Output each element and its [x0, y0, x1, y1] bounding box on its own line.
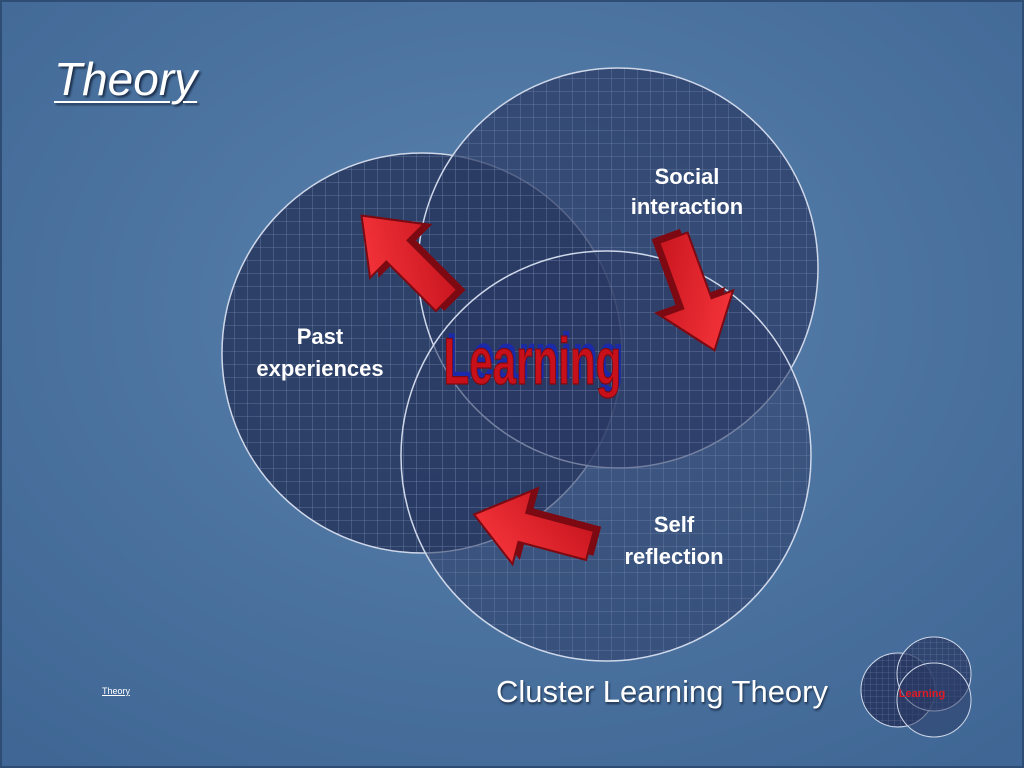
arrow-left-icon — [472, 486, 602, 567]
arrow-down-right-icon — [651, 228, 735, 352]
svg-text:reflection: reflection — [624, 544, 723, 569]
svg-text:Learning: Learning — [444, 324, 622, 398]
circle-self-reflection — [400, 250, 812, 662]
cluster-thumbnail-logo: Learning — [860, 636, 972, 738]
label-self-reflection: Self reflection — [624, 512, 723, 569]
footer-theory-link[interactable]: Theory — [102, 686, 131, 696]
svg-text:interaction: interaction — [631, 194, 743, 219]
venn-diagram — [221, 67, 819, 662]
footer-title: Cluster Learning Theory — [496, 674, 828, 709]
thumbnail-learning-label: Learning — [899, 688, 945, 700]
arrow-up-right-icon — [360, 214, 466, 313]
svg-text:Past: Past — [297, 324, 344, 349]
label-past-experiences: Past experiences — [256, 324, 383, 381]
svg-text:experiences: experiences — [256, 356, 383, 381]
slide-title: Theory — [54, 53, 198, 105]
svg-text:Learning: Learning — [446, 320, 624, 394]
label-social-interaction: Social interaction — [631, 164, 743, 219]
center-learning-label: Learning Learning — [443, 320, 624, 399]
svg-text:Self: Self — [654, 512, 695, 537]
svg-text:Social: Social — [655, 164, 720, 189]
